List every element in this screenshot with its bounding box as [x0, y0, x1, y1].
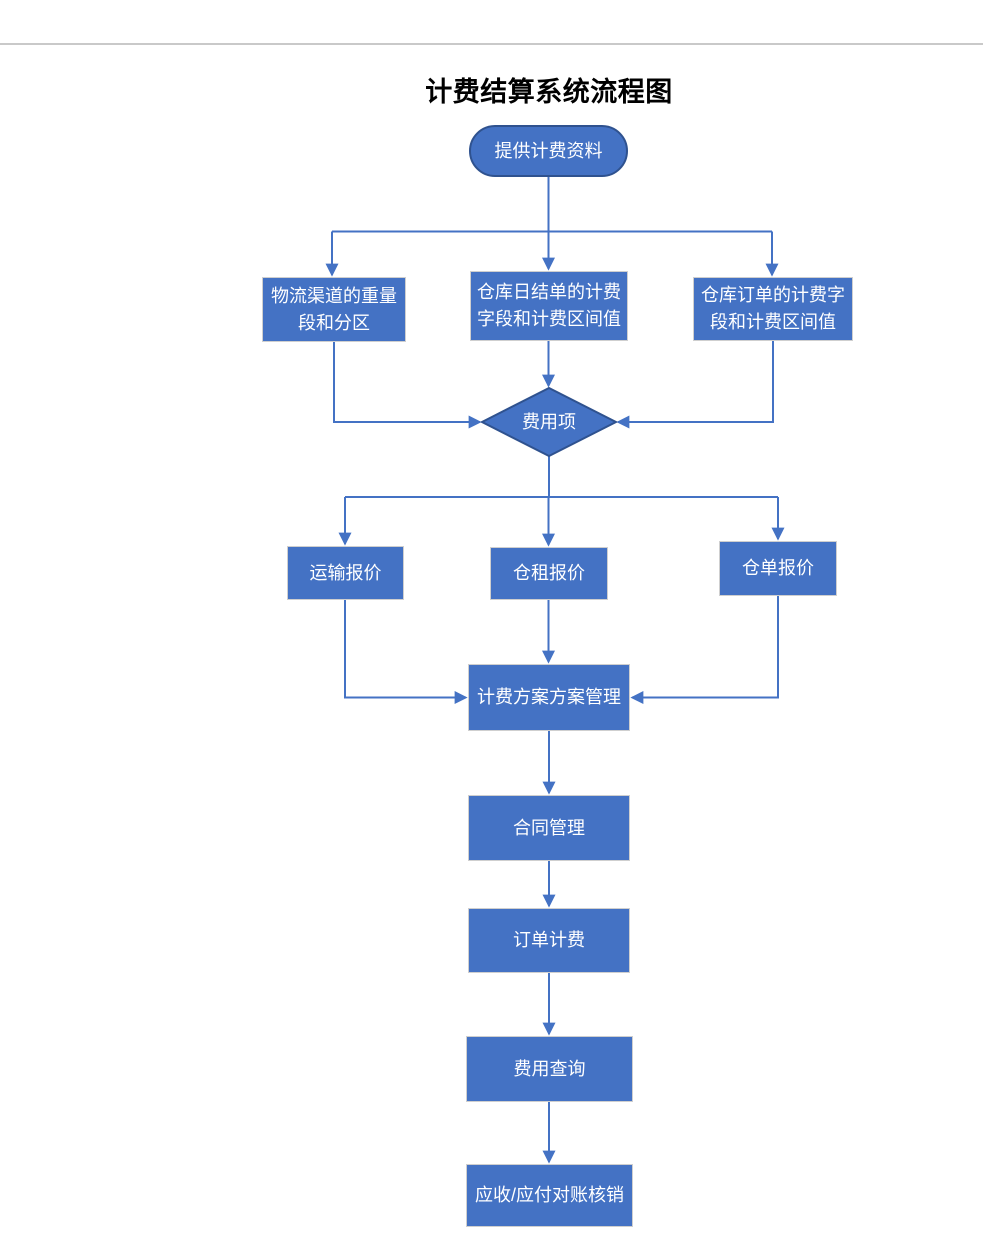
- connector-logistics-to-feeitem: [333, 342, 482, 429]
- node-fee-item-decision: 费用项: [482, 388, 616, 456]
- node-fee-item-label: 费用项: [522, 411, 576, 432]
- node-transport-quote-label: 运输报价: [309, 562, 382, 583]
- node-billing-plan-mgmt-label: 计费方案方案管理: [477, 687, 621, 707]
- node-fee-query: 费用查询: [466, 1036, 633, 1102]
- node-warehouse-daily: 仓库日结单的计费字段和计费区间值: [470, 271, 628, 341]
- node-billing-plan-mgmt: 计费方案方案管理: [468, 664, 630, 731]
- node-start-label: 提供计费资料: [494, 140, 603, 161]
- connector-receipt-to-plan: [630, 596, 779, 704]
- node-fee-query-label: 费用查询: [513, 1058, 586, 1079]
- node-reconciliation-label: 应收/应付对账核销: [474, 1185, 624, 1205]
- node-order-billing-label: 订单计费: [513, 930, 585, 950]
- node-reconciliation: 应收/应付对账核销: [466, 1164, 633, 1227]
- node-warehouse-order-label: 仓库订单的计费字段和计费区间值: [701, 285, 845, 332]
- node-warehouse-order: 仓库订单的计费字段和计费区间值: [693, 277, 853, 341]
- node-start-terminal: 提供计费资料: [469, 125, 628, 177]
- fee-item-diamond-shape: [479, 386, 619, 458]
- node-storage-quote-label: 仓租报价: [513, 563, 585, 583]
- node-receipt-quote-label: 仓单报价: [742, 558, 814, 578]
- node-contract-mgmt: 合同管理: [468, 795, 630, 861]
- connector-order-to-feeitem: [616, 341, 774, 429]
- node-order-billing: 订单计费: [468, 908, 630, 973]
- node-warehouse-daily-label: 仓库日结单的计费字段和计费区间值: [477, 282, 621, 329]
- page-divider-line: [0, 43, 983, 45]
- connector-transport-to-plan: [344, 600, 468, 704]
- node-contract-mgmt-label: 合同管理: [513, 817, 585, 838]
- page-title: 计费结算系统流程图: [425, 77, 673, 107]
- node-logistics-weight-label: 物流渠道的重量段和分区: [271, 285, 397, 333]
- node-storage-quote: 仓租报价: [490, 547, 608, 600]
- node-receipt-quote: 仓单报价: [719, 541, 837, 596]
- node-logistics-weight: 物流渠道的重量段和分区: [262, 277, 406, 342]
- node-transport-quote: 运输报价: [287, 546, 404, 600]
